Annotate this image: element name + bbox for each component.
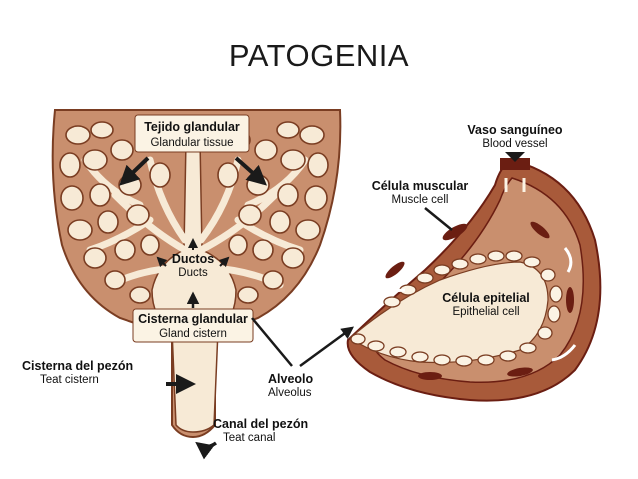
epithelial-cell-label-box	[433, 289, 539, 319]
epithelial-cell-label-en: Epithelial cell	[452, 306, 519, 318]
ducts-label-es: Ductos	[172, 252, 214, 266]
ducts-arrow-left	[156, 256, 168, 268]
alveolus-section	[346, 158, 602, 402]
glandular-tissue-label-en: Glandular tissue	[150, 137, 233, 149]
alveolus-label-es: Alveolo	[268, 372, 314, 386]
teat-canal-arrow	[195, 441, 218, 460]
glandular-tissue-label-box	[134, 114, 250, 153]
gland-cistern-label-en: Gland cistern	[159, 328, 227, 340]
epithelial-cell-row	[350, 250, 563, 367]
alveolus-pointer-right	[299, 326, 355, 368]
flow-arrow-1	[379, 288, 406, 294]
muscle-cell-label-en: Muscle cell	[392, 194, 449, 206]
glandular-tissue-label-es: Tejido glandular	[144, 120, 240, 134]
alveolar-lobules-left	[59, 121, 171, 304]
alveolus-label-en: Alveolus	[268, 387, 312, 399]
muscle-cell-pointer	[424, 207, 453, 231]
blood-vessel-label-es: Vaso sanguíneo	[467, 123, 563, 137]
epithelial-cell-label-es: Célula epitelial	[442, 291, 530, 305]
gland-cistern-lumen	[151, 139, 237, 433]
alveolus-pointer-left	[251, 317, 293, 367]
ducts-label-en: Ducts	[178, 267, 208, 279]
udder-section: Tejido glandular Glandular tissue Ductos…	[51, 109, 342, 439]
blood-vessel-arrows	[504, 178, 526, 192]
teat-canal-label-es: Canal del pezón	[213, 417, 308, 431]
flow-arrow-3	[551, 344, 577, 362]
glandular-arrow-right	[234, 156, 267, 186]
gland-cistern-label-es: Cisterna glandular	[138, 312, 248, 326]
blood-vessel-pointer	[505, 152, 525, 162]
muscle-cells	[385, 221, 574, 380]
muscle-cell-label-es: Célula muscular	[372, 179, 469, 193]
gland-cistern-label-box	[132, 308, 254, 343]
teat-cistern-label-es: Cisterna del pezón	[22, 359, 133, 373]
glandular-arrow-left	[119, 156, 150, 186]
teat-canal-label-en: Teat canal	[223, 432, 275, 444]
blood-vessel	[500, 158, 530, 170]
teat-cistern-label-en: Teat cistern	[40, 374, 99, 386]
blood-vessel-label-en: Blood vessel	[482, 138, 547, 150]
slide-title: PATOGENIA	[228, 38, 410, 73]
flow-arrow-2	[563, 247, 573, 273]
ducts-arrow-right	[218, 256, 230, 268]
